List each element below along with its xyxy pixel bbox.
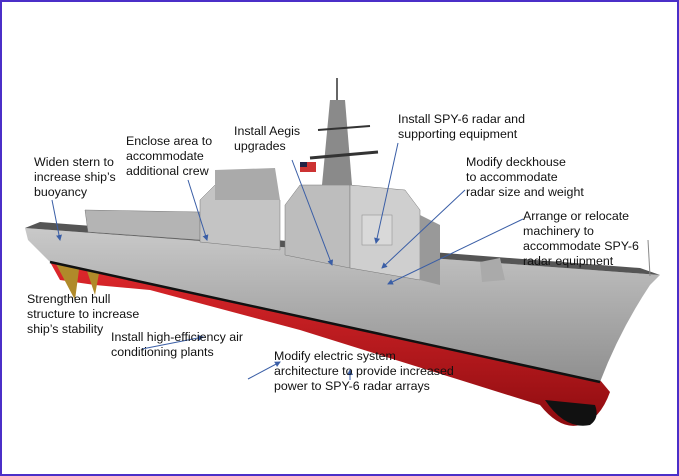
annotation-air-conditioning: Install high-efficiency air conditioning… [111,330,243,360]
annotation-machinery: Arrange or relocate machinery to accommo… [523,209,639,269]
annotation-line: power to SPY-6 radar arrays [274,379,430,393]
annotation-line: Enclose area to [126,134,213,148]
waterline [49,260,601,384]
annotation-line: upgrades [234,139,286,153]
annotation-line: Install Aegis [234,124,301,138]
annotation-line: increase ship’s [34,170,116,184]
forward-gun [480,258,505,282]
annotation-line: conditioning plants [111,345,214,359]
annotation-line: Arrange or relocate [523,209,630,223]
annotation-line: Install high-efficiency air [111,330,244,344]
annotation-line: Strengthen hull [27,292,111,306]
annotation-deckhouse: Modify deckhouse to accommodate radar si… [466,155,584,200]
bow-bulb [545,400,597,426]
annotation-line: additional crew [126,164,209,178]
annotation-line: machinery to [523,224,594,238]
annotation-line: to accommodate [466,170,558,184]
annotation-line: Modify deckhouse [466,155,566,169]
annotation-arrows [51,142,524,380]
annotation-aegis: Install Aegis upgrades [234,124,300,154]
annotation-line: structure to increase [27,307,140,321]
annotation-line: accommodate [126,149,204,163]
annotation-electric: Modify electric system architecture to p… [274,349,454,394]
annotation-line: radar equipment [523,254,614,268]
annotation-widen-stern: Widen stern to increase ship’s buoyancy [34,155,116,200]
annotation-hull: Strengthen hull structure to increase sh… [27,292,139,337]
annotation-line: supporting equipment [398,127,518,141]
annotation-line: Install SPY-6 radar and [398,112,525,126]
annotation-spy6: Install SPY-6 radar and supporting equip… [398,112,525,142]
us-flag [300,162,316,172]
annotation-line: ship’s stability [27,322,104,336]
annotation-line: accommodate SPY-6 [523,239,639,253]
annotation-line: buoyancy [34,185,88,199]
annotation-line: Modify electric system [274,349,396,363]
annotation-line: architecture to provide increased [274,364,454,378]
annotation-enclose-area: Enclose area to accommodate additional c… [126,134,212,179]
annotation-line: radar size and weight [466,185,584,199]
mast [322,100,352,185]
annotation-line: Widen stern to [34,155,114,169]
